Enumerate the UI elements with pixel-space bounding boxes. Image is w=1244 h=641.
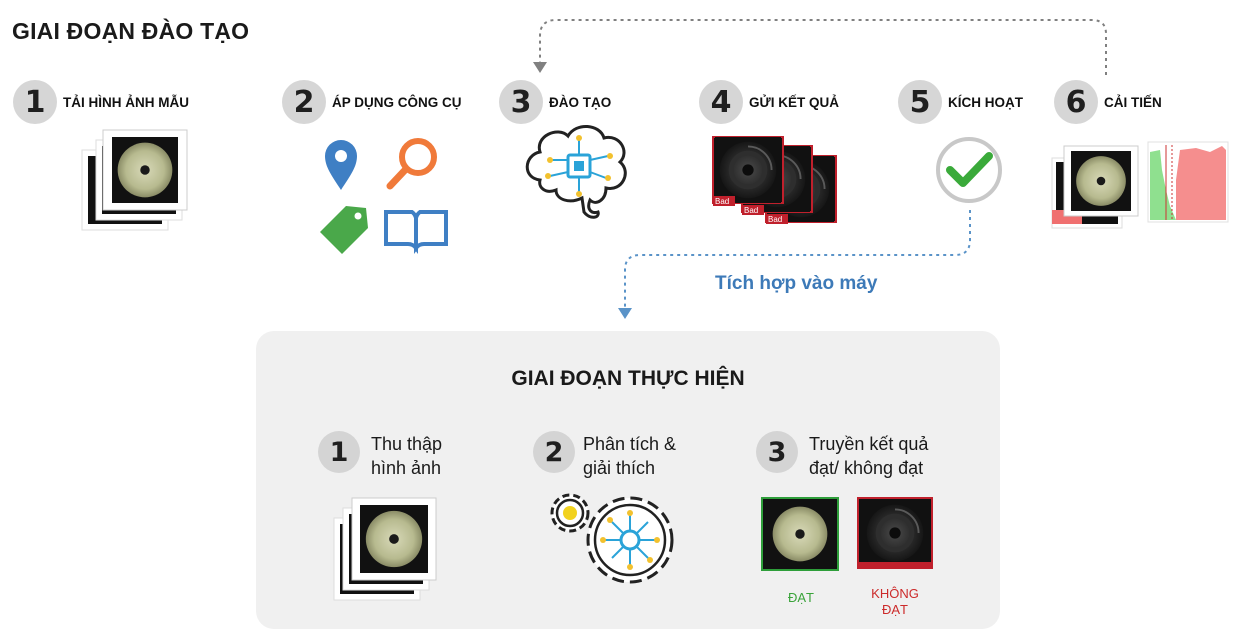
impl-step-2-line1: Phân tích & bbox=[583, 434, 677, 454]
fail-label-line1: KHÔNG bbox=[871, 586, 919, 601]
bad-tag-3: Bad bbox=[768, 215, 782, 224]
step-1-label: TẢI HÌNH ẢNH MẪU bbox=[63, 95, 189, 110]
fail-result-image bbox=[857, 497, 933, 569]
bad-tag-1: Bad bbox=[715, 197, 729, 206]
training-phase-title: GIAI ĐOẠN ĐÀO TẠO bbox=[12, 18, 250, 44]
step-4-number: 4 bbox=[699, 80, 743, 124]
impl-step-1-number: 1 bbox=[318, 431, 360, 473]
pass-result-image bbox=[761, 497, 839, 571]
impl-step-3-line1: Truyền kết quả bbox=[809, 434, 929, 454]
step-3-number: 3 bbox=[499, 80, 543, 124]
improvement-chart-icon bbox=[1147, 141, 1229, 223]
step-4-label: GỬI KẾT QUẢ bbox=[749, 95, 839, 110]
impl-step-1-line2: hình ảnh bbox=[371, 458, 442, 478]
impl-step-3-number: 3 bbox=[756, 431, 798, 473]
feedback-arrow bbox=[533, 19, 1107, 75]
step-5-number: 5 bbox=[898, 80, 942, 124]
bad-tag-2: Bad bbox=[744, 206, 758, 215]
magnifier-icon bbox=[386, 138, 437, 190]
pass-label: ĐẠT bbox=[788, 590, 814, 605]
analysis-gears-icon bbox=[550, 493, 674, 584]
fail-label: KHÔNG ĐẠT bbox=[860, 586, 930, 618]
check-icon bbox=[936, 137, 1002, 203]
implementation-phase-title: GIAI ĐOẠN THỰC HIỆN bbox=[511, 367, 745, 390]
step-1-number: 1 bbox=[13, 80, 57, 124]
impl-step-2-line2: giải thích bbox=[583, 458, 656, 478]
impl-step-2-number: 2 bbox=[533, 431, 575, 473]
integrate-label: Tích hợp vào máy bbox=[715, 273, 878, 294]
capture-image-stack-icon bbox=[333, 497, 437, 601]
tag-icon bbox=[320, 206, 368, 254]
book-icon bbox=[384, 210, 448, 254]
impl-step-3-text: Truyền kết quả đạt/ không đạt bbox=[809, 432, 928, 480]
step-2-number: 2 bbox=[282, 80, 326, 124]
impl-step-1-text: Thu thập hình ảnh bbox=[371, 432, 442, 480]
brain-circuit-icon bbox=[525, 125, 627, 219]
impl-step-2-text: Phân tích & giải thích bbox=[583, 432, 676, 480]
location-pin-icon bbox=[325, 140, 357, 190]
step-6-label: CẢI TIẾN bbox=[1104, 95, 1162, 110]
integrate-arrow bbox=[618, 210, 971, 319]
impl-step-1-line1: Thu thập bbox=[371, 434, 443, 454]
improvement-image-stack-icon bbox=[1051, 145, 1139, 229]
step-6-number: 6 bbox=[1054, 80, 1098, 124]
sample-image-stack-icon bbox=[81, 129, 188, 231]
step-5-label: KÍCH HOẠT bbox=[948, 95, 1023, 110]
step-2-label: ÁP DỤNG CÔNG CỤ bbox=[332, 95, 462, 110]
step-3-label: ĐÀO TẠO bbox=[549, 95, 612, 110]
bad-result-stack: Bad Bad Bad bbox=[712, 136, 837, 224]
fail-label-line2: ĐẠT bbox=[882, 602, 908, 617]
impl-step-3-line2: đạt/ không đạt bbox=[809, 458, 924, 478]
